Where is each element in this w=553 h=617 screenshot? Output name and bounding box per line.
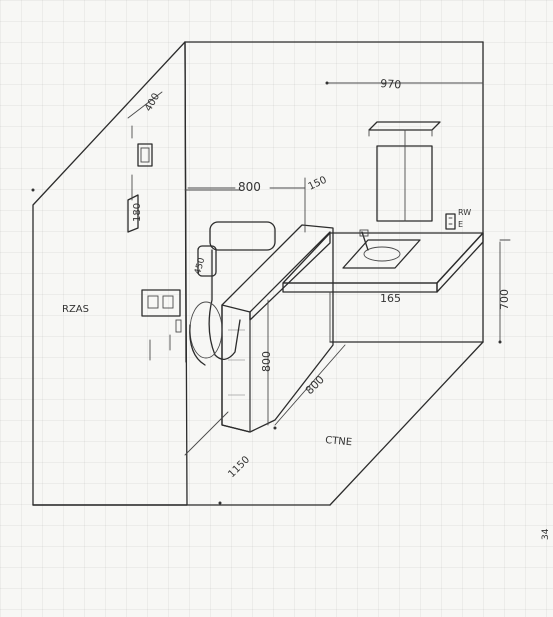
outlet-label-bottom: E: [458, 220, 463, 229]
counter-height-dimension: 700: [498, 289, 511, 310]
toilet-height-dimension: 450: [193, 256, 207, 275]
mirror: [368, 121, 441, 222]
left-wall-label: RZAS: [62, 304, 89, 315]
partition-height-dimension: 800: [260, 351, 273, 372]
toilet: [189, 221, 276, 366]
dimension-lines: [31, 81, 511, 505]
wall-outlet: [445, 213, 456, 230]
room-outline: [32, 41, 484, 506]
grab-bar-left-dimension: 400: [143, 91, 162, 113]
floor-label: CTNE: [325, 435, 353, 448]
mirror-gap-dimension: 150: [307, 175, 329, 193]
grab-bar-vertical-dimension: 180: [132, 203, 143, 222]
sink: [342, 229, 421, 269]
floor-width-dimension: 800: [303, 373, 327, 397]
floor-length-dimension: 1150: [226, 454, 252, 480]
counter-offset-dimension: 800: [238, 180, 261, 194]
counter-depth-dimension: 165: [380, 292, 401, 305]
page-mark: 34: [541, 528, 551, 540]
vanity-counter: [282, 232, 484, 343]
mirror-width-dimension: 970: [380, 77, 402, 91]
outlet-label-top: RW: [458, 208, 471, 217]
partition-wall: [221, 224, 334, 433]
left-wall-fixtures: [127, 91, 182, 361]
